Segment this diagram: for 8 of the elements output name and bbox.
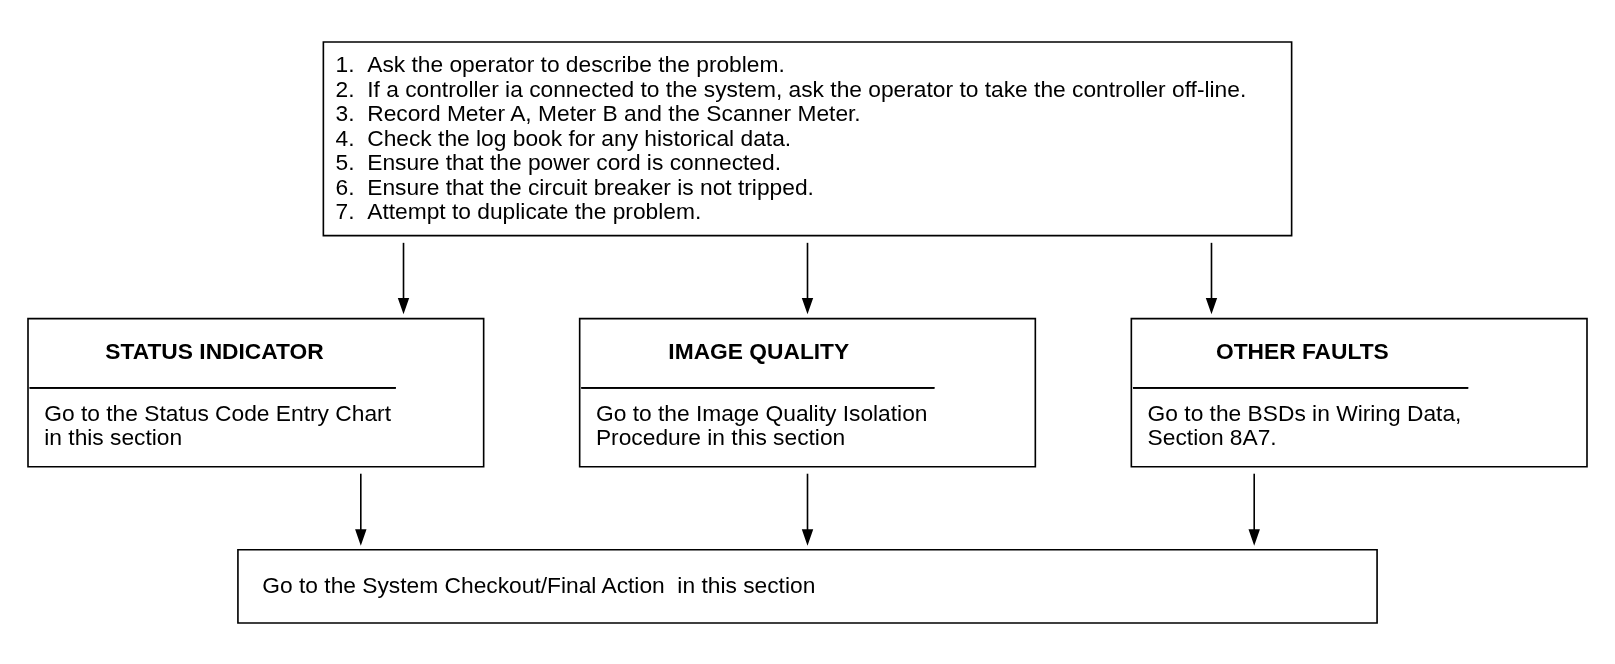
arrow [801,472,814,546]
arrow [397,241,410,314]
node-box: Go to the System Checkout/Final Action in this section [237,548,1378,624]
arrow [1248,472,1260,546]
node-box: 1. Ask the operator to describe the problem. 2. If a controller ia connected to the system, ask the operator to take the controller off-line. 3. Record Meter A, Meter B and the Scanner Meter. 4. Check the log book for any historical data. 5. Ensure that the power cord is connected. 6. Ensure that the circuit breaker is not tripped. 7. Attempt to duplicate the problem. [322,40,1293,236]
arrow [355,472,367,546]
arrow [1205,241,1218,314]
arrow [801,241,814,314]
